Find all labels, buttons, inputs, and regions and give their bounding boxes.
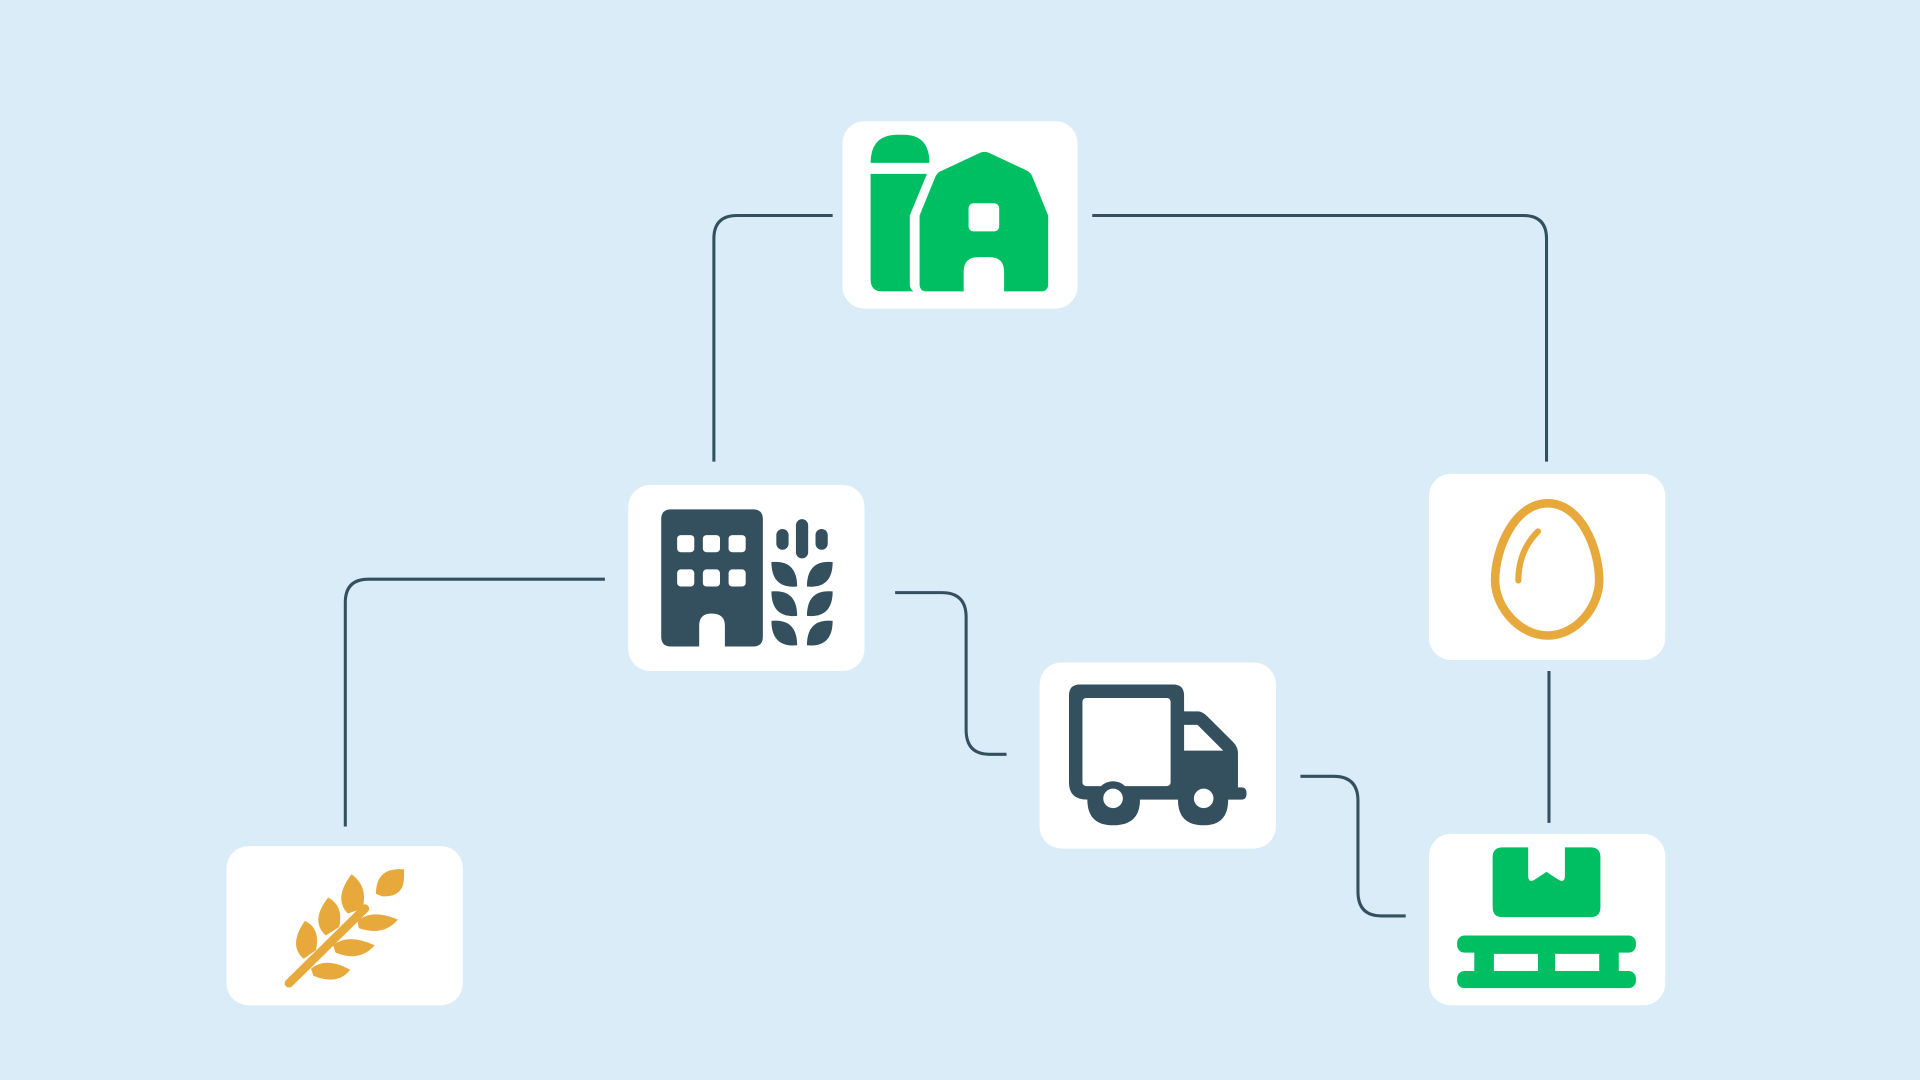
truck-icon [1068, 684, 1247, 826]
connector-transport-warehouse [1300, 774, 1406, 918]
connector-processing-transport [895, 591, 1007, 756]
connector-farm-egg [1092, 213, 1549, 462]
connector-farm-processing [712, 213, 833, 462]
node-farm [842, 121, 1078, 309]
barn-icon [870, 134, 1049, 292]
node-transport [1039, 662, 1276, 849]
node-egg [1428, 473, 1666, 660]
egg-icon [1490, 498, 1604, 640]
pallet-box-icon [1457, 847, 1636, 989]
factory-wheat-icon [661, 509, 833, 647]
connector-processing-grain [343, 577, 605, 827]
node-processing [628, 484, 865, 672]
node-grain [226, 846, 463, 1006]
wheat-icon [284, 869, 405, 988]
node-warehouse [1428, 833, 1666, 1006]
